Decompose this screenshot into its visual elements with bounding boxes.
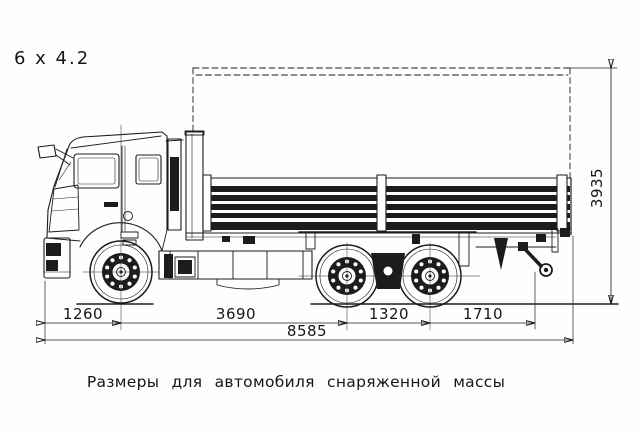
dim-label-rear-overhang: 1710 — [463, 305, 503, 323]
wheel-formula-label: 6 x 4.2 — [14, 48, 90, 69]
caption-text: Размеры для автомобиля снаряженной массы — [87, 373, 505, 391]
rear-bogie — [298, 231, 481, 331]
front-bumper — [43, 237, 71, 279]
air-intake-stack — [165, 138, 184, 231]
dimension-lines: 1260 3690 1320 1710 8585 3935 — [45, 68, 618, 345]
chassis — [158, 228, 559, 290]
stake-rear — [556, 174, 568, 232]
stake-middle — [376, 174, 387, 232]
dim-label-front-overhang: 1260 — [63, 305, 103, 323]
cargo-platform — [184, 130, 572, 244]
headlamp — [46, 243, 61, 256]
front-wheel — [82, 124, 160, 331]
cab — [37, 131, 168, 279]
mudflap-rear — [458, 232, 470, 267]
stake-front — [202, 174, 212, 232]
wiper — [58, 161, 72, 181]
fuel-tank — [216, 278, 280, 290]
rear-wheel — [398, 242, 462, 331]
tilt-outline — [192, 67, 571, 180]
dim-label-overall-length: 8585 — [287, 322, 327, 340]
dim-label-bogie-base: 1320 — [369, 305, 409, 323]
door-handle — [104, 202, 118, 207]
mirror — [37, 144, 74, 166]
dim-label-front-wheelbase: 3690 — [216, 305, 256, 323]
mudflap-front — [305, 232, 316, 250]
middle-wheel — [315, 242, 379, 331]
dim-label-overall-height: 3935 — [588, 168, 606, 208]
tow-hook — [518, 242, 553, 277]
rear-shock — [494, 238, 508, 270]
